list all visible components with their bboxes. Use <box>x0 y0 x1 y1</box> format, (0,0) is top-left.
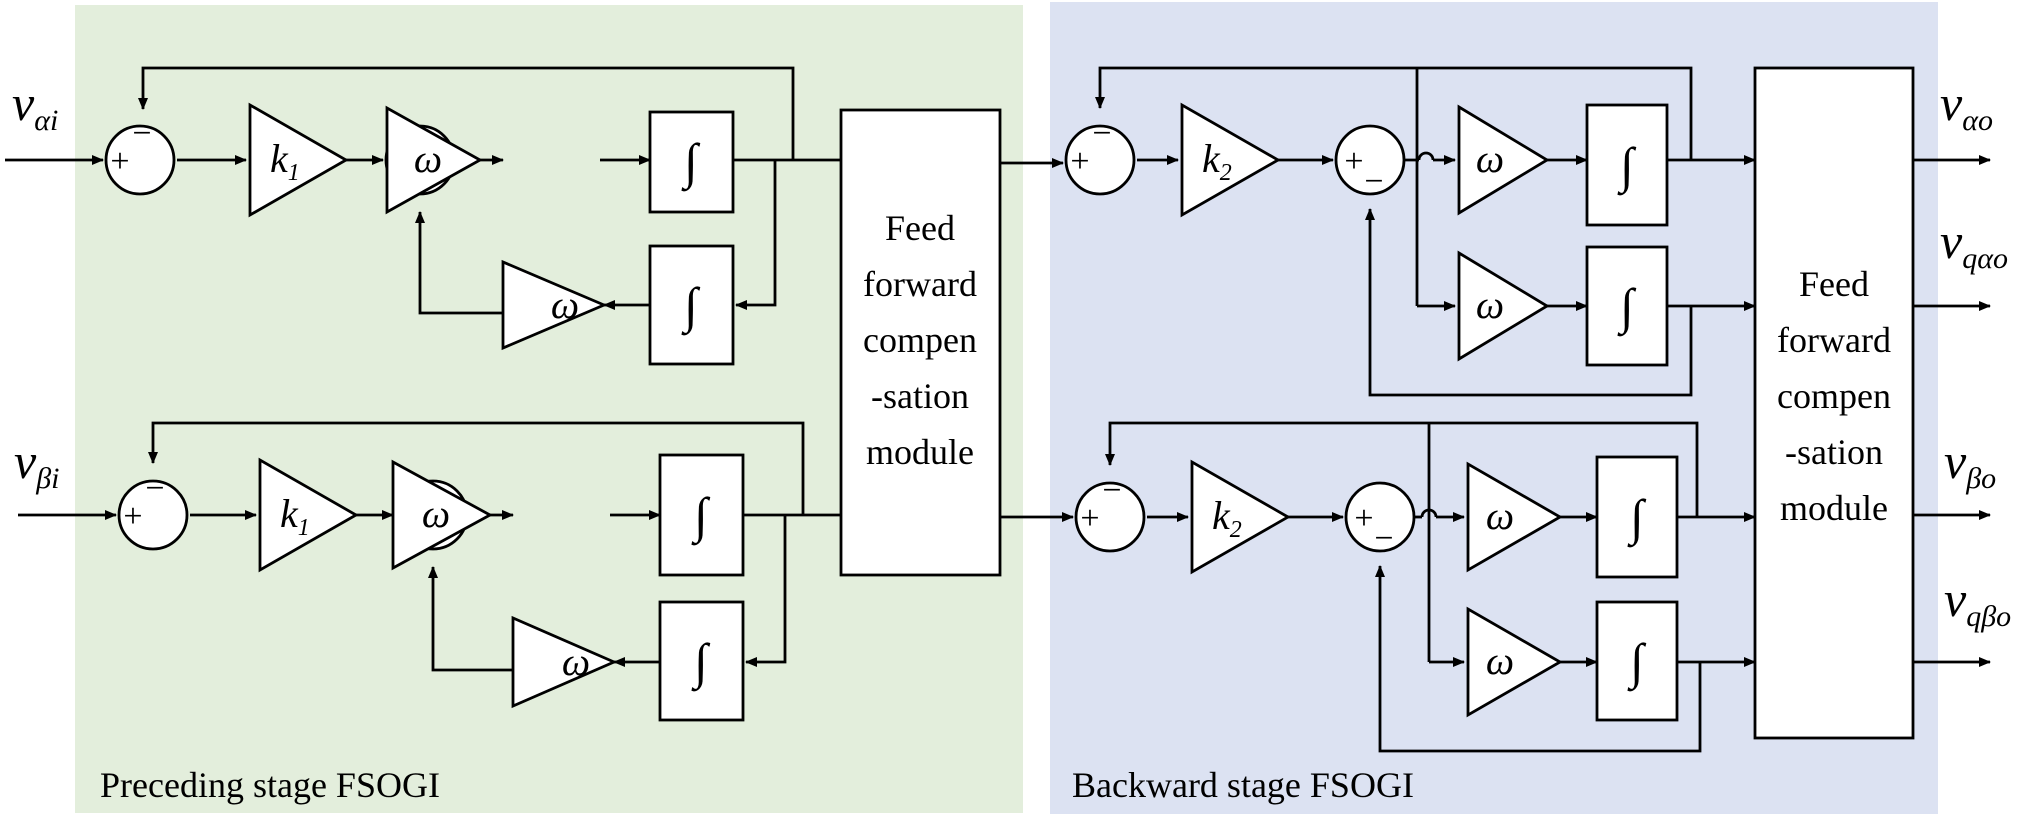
svg-text:∫: ∫ <box>1627 633 1647 692</box>
sum-junction-alpha-1: + − <box>104 115 176 196</box>
integrator-backward-alpha-2: ∫ <box>1585 245 1669 367</box>
svg-text:−: − <box>145 470 164 507</box>
sum-junction-backward-alpha-1: + − <box>1064 115 1136 196</box>
sum-junction-backward-beta-1: + − <box>1074 472 1146 553</box>
svg-text:compen: compen <box>863 320 977 360</box>
gain-omega-backward-alpha: ω <box>1457 104 1550 216</box>
svg-text:−: − <box>1092 115 1111 152</box>
sum-junction-backward-beta-2: + − <box>1344 481 1416 557</box>
svg-text:ω: ω <box>1486 493 1514 538</box>
gain-omega-beta: ω <box>391 459 493 571</box>
svg-text:∫: ∫ <box>691 633 711 692</box>
integrator-beta-1: ∫ <box>658 453 745 577</box>
integrator-backward-beta-1: ∫ <box>1595 455 1679 579</box>
integrator-backward-alpha-1: ∫ <box>1585 103 1669 227</box>
svg-text:−: − <box>1374 520 1393 557</box>
svg-text:+: + <box>123 498 142 535</box>
svg-text:Feed: Feed <box>1799 264 1869 304</box>
svg-text:k1: k1 <box>280 491 310 541</box>
output-v-beta-o: vβo <box>1944 433 1996 495</box>
svg-text:∫: ∫ <box>1627 489 1647 548</box>
svg-text:forward: forward <box>1777 320 1891 360</box>
gain-omega-backward-alpha-q: ω <box>1457 250 1550 362</box>
integrator-alpha-1: ∫ <box>648 110 735 214</box>
input-v-alpha-i: vαi <box>12 75 58 137</box>
svg-text:∫: ∫ <box>681 133 701 192</box>
gain-omega-alpha: ω <box>385 105 483 215</box>
input-v-beta-i: vβi <box>14 433 59 495</box>
svg-text:ω: ω <box>551 282 579 327</box>
svg-text:−: − <box>1364 163 1383 200</box>
svg-text:compen: compen <box>1777 376 1891 416</box>
integrator-beta-2: ∫ <box>658 600 745 722</box>
svg-text:∫: ∫ <box>681 277 701 336</box>
sum-junction-beta-1: + − <box>117 470 189 551</box>
svg-text:+: + <box>1354 500 1373 537</box>
gain-k2-beta: k2 <box>1190 459 1291 575</box>
svg-text:forward: forward <box>863 264 977 304</box>
gain-k2-alpha: k2 <box>1180 102 1281 218</box>
feed-forward-compensation-module-2: Feed forward compen -sation module <box>1753 66 1915 740</box>
svg-text:ω: ω <box>562 639 590 684</box>
gain-k1-alpha: k1 <box>248 102 349 218</box>
feed-forward-compensation-module-1: Feed forward compen -sation module <box>839 108 1002 577</box>
output-v-q-alpha-o: vqαo <box>1940 213 2008 275</box>
svg-text:+: + <box>1070 143 1089 180</box>
gain-omega-alpha-feedback: ω <box>501 259 608 351</box>
svg-text:−: − <box>1102 472 1121 509</box>
gain-omega-beta-feedback: ω <box>511 615 618 709</box>
integrator-backward-beta-2: ∫ <box>1595 600 1679 722</box>
sum-junction-backward-alpha-2: + − <box>1334 124 1406 200</box>
svg-text:∫: ∫ <box>1617 278 1637 337</box>
svg-text:-sation: -sation <box>1785 432 1883 472</box>
backward-stage-label: Backward stage FSOGI <box>1072 765 1414 805</box>
gain-omega-backward-beta-q: ω <box>1466 606 1563 718</box>
svg-text:+: + <box>1080 500 1099 537</box>
gain-omega-backward-beta: ω <box>1466 461 1563 573</box>
svg-text:ω: ω <box>422 491 450 536</box>
output-v-q-beta-o: vqβo <box>1944 571 2011 633</box>
svg-text:module: module <box>1780 488 1888 528</box>
gain-k1-beta: k1 <box>258 457 359 573</box>
svg-text:ω: ω <box>1476 282 1504 327</box>
integrator-alpha-2: ∫ <box>648 244 735 366</box>
svg-text:Feed: Feed <box>885 208 955 248</box>
svg-text:+: + <box>1344 143 1363 180</box>
svg-text:−: − <box>132 115 151 152</box>
svg-text:∫: ∫ <box>691 487 711 546</box>
svg-text:∫: ∫ <box>1617 137 1637 196</box>
svg-text:module: module <box>866 432 974 472</box>
svg-text:-sation: -sation <box>871 376 969 416</box>
svg-text:+: + <box>110 143 129 180</box>
svg-text:ω: ω <box>414 136 442 181</box>
signal-wiring <box>5 66 1991 753</box>
svg-text:k2: k2 <box>1202 136 1232 186</box>
preceding-stage-label: Preceding stage FSOGI <box>100 765 440 805</box>
svg-text:ω: ω <box>1476 136 1504 181</box>
svg-text:ω: ω <box>1486 638 1514 683</box>
output-v-alpha-o: vαo <box>1940 75 1993 137</box>
